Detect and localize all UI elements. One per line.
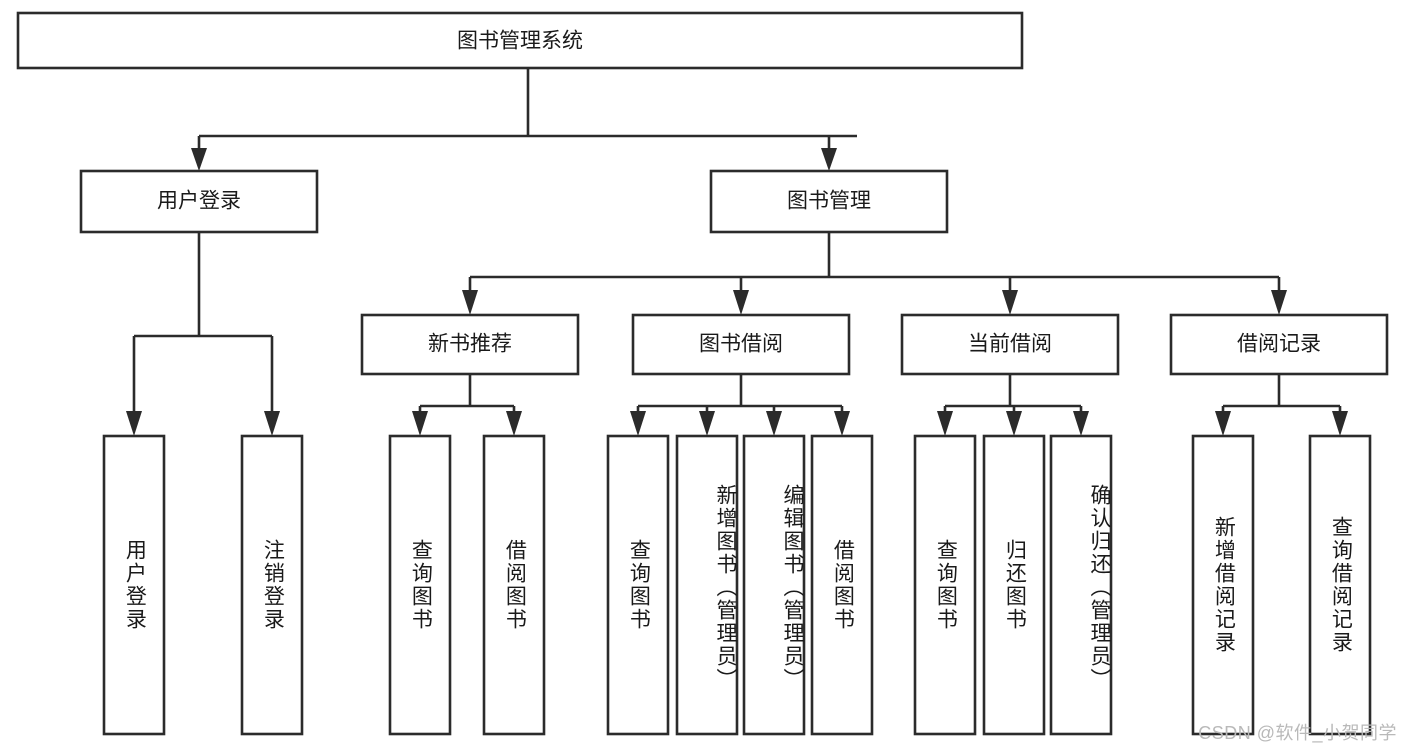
label-new-book-recommend: 新书推荐 bbox=[428, 333, 512, 356]
leaf-box-borrow-record-0[interactable] bbox=[1191, 434, 1255, 736]
arrow-head-leaf-user-login-1 bbox=[264, 411, 280, 436]
leaf-box-book-borrow-1[interactable] bbox=[675, 434, 739, 736]
arrow-head-leaf-cb-1 bbox=[1006, 411, 1022, 436]
arrow-head-leaf-nbr-0 bbox=[412, 411, 428, 436]
node-box-root[interactable] bbox=[16, 11, 1024, 70]
arrow-head-book-management bbox=[821, 148, 837, 171]
leaf-box-current-borrow-1[interactable] bbox=[982, 434, 1046, 736]
leaf-label-current-borrow-0: 查询图书 bbox=[934, 539, 958, 631]
arrow-head-leaf-bb-3 bbox=[834, 411, 850, 436]
arrow-head-leaf-bb-1 bbox=[699, 411, 715, 436]
leaf-label-borrow-record-1: 查询借阅记录 bbox=[1329, 516, 1353, 654]
leaf-label-current-borrow-2: 确认归还（管理员） bbox=[1088, 483, 1111, 691]
leaf-label-book-borrow-3: 借阅图书 bbox=[831, 539, 855, 631]
node-box-user-login[interactable] bbox=[79, 169, 319, 234]
label-book-management: 图书管理 bbox=[787, 190, 871, 213]
label-borrow-record: 借阅记录 bbox=[1237, 333, 1321, 356]
label-current-borrow: 当前借阅 bbox=[968, 333, 1052, 356]
leaf-label-user-login-1: 注销登录 bbox=[261, 539, 285, 631]
arrow-head-leaf-bb-2 bbox=[766, 411, 782, 436]
leaf-label-user-login-0: 用户登录 bbox=[123, 539, 147, 631]
leaf-box-new-book-recommend-1[interactable] bbox=[482, 434, 546, 736]
leaf-box-new-book-recommend-0[interactable] bbox=[388, 434, 452, 736]
leaf-label-new-book-recommend-1: 借阅图书 bbox=[503, 539, 527, 631]
leaf-label-borrow-record-0: 新增借阅记录 bbox=[1212, 516, 1236, 654]
leaf-label-book-borrow-0: 查询图书 bbox=[627, 539, 651, 631]
leaf-label-new-book-recommend-0: 查询图书 bbox=[409, 539, 433, 631]
arrow-head-new-book-recommend bbox=[462, 290, 478, 315]
arrow-head-leaf-cb-2 bbox=[1073, 411, 1089, 436]
arrow-head-user-login bbox=[191, 148, 207, 171]
node-box-new-book-recommend[interactable] bbox=[360, 313, 580, 376]
label-book-borrow: 图书借阅 bbox=[699, 333, 783, 356]
arrow-head-leaf-bb-0 bbox=[630, 411, 646, 436]
arrow-head-leaf-user-login-0 bbox=[126, 411, 142, 436]
label-root: 图书管理系统 bbox=[457, 30, 583, 53]
leaf-box-current-borrow-2[interactable] bbox=[1049, 434, 1113, 736]
leaf-box-user-login-1[interactable] bbox=[240, 434, 304, 736]
arrow-head-leaf-br-0 bbox=[1215, 411, 1231, 436]
arrow-head-leaf-cb-0 bbox=[937, 411, 953, 436]
leaf-box-current-borrow-0[interactable] bbox=[913, 434, 977, 736]
leaf-box-book-borrow-3[interactable] bbox=[810, 434, 874, 736]
leaf-box-book-borrow-0[interactable] bbox=[606, 434, 670, 736]
leaf-label-book-borrow-1: 新增图书（管理员） bbox=[714, 483, 737, 691]
arrow-head-leaf-nbr-1 bbox=[506, 411, 522, 436]
leaf-label-current-borrow-1: 归还图书 bbox=[1003, 539, 1027, 631]
arrow-head-current-borrow bbox=[1002, 290, 1018, 315]
label-user-login: 用户登录 bbox=[157, 190, 241, 213]
leaf-label-book-borrow-2: 编辑图书（管理员） bbox=[781, 483, 804, 691]
arrow-head-leaf-br-1 bbox=[1332, 411, 1348, 436]
arrow-head-book-borrow bbox=[733, 290, 749, 315]
node-box-current-borrow[interactable] bbox=[900, 313, 1120, 376]
leaf-box-borrow-record-1[interactable] bbox=[1308, 434, 1372, 736]
leaf-box-user-login-0[interactable] bbox=[102, 434, 166, 736]
arrow-head-borrow-record bbox=[1271, 290, 1287, 315]
